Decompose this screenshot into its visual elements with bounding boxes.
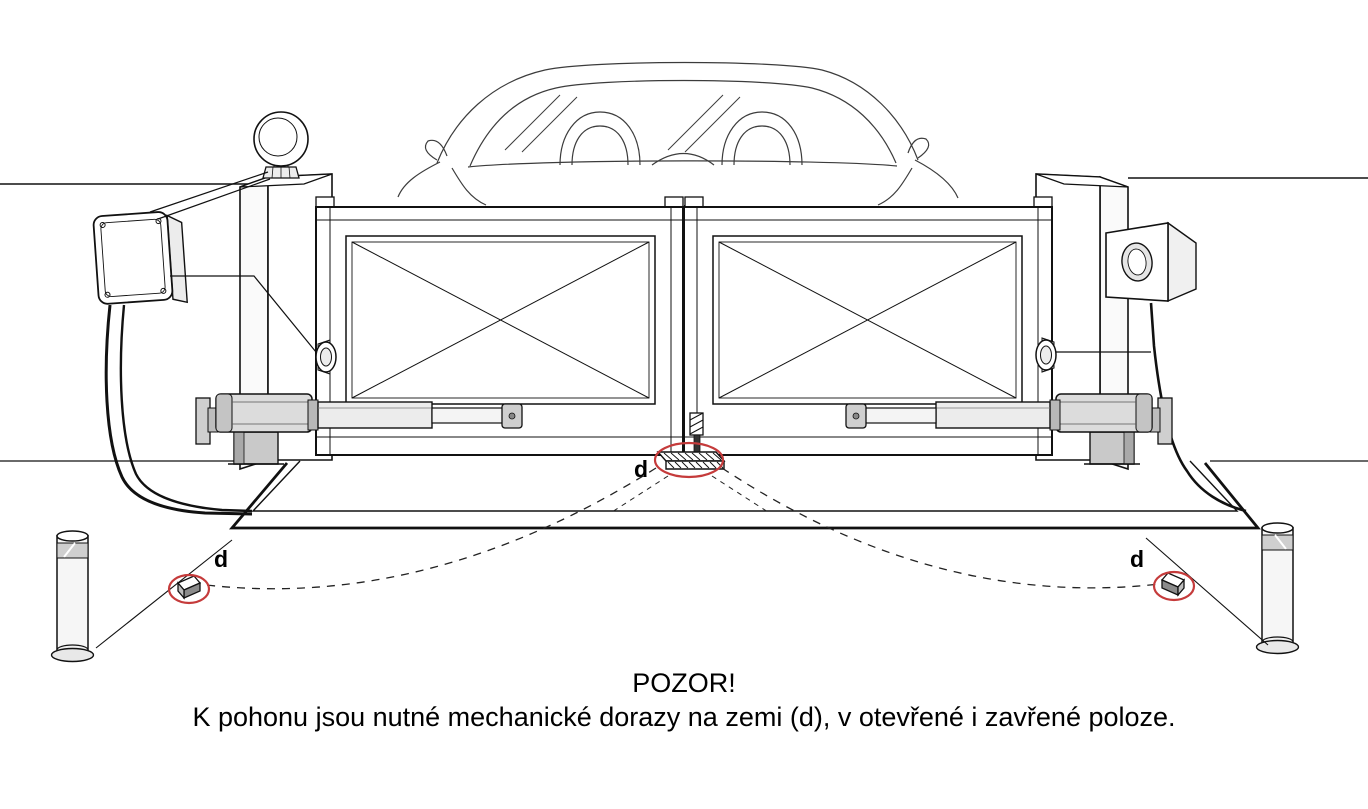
wall-line-left [0,183,268,462]
swing-arc-right [721,467,1169,589]
control-box [92,171,317,353]
open-stop-highlight-left [167,573,211,605]
photocell-right [1035,337,1057,373]
label-closed-stop: d [634,456,648,482]
open-stop-left [177,575,201,599]
label-open-stop-right: d [1130,546,1144,572]
photocell-left [315,339,337,375]
lamp-wire [149,171,269,213]
wall-line-right [1128,177,1368,462]
label-open-stop-left: d [214,546,228,572]
key-switch [1105,221,1197,303]
bollard-left [50,530,95,663]
caption-body: K pohonu jsou nutné mechanické dorazy na… [192,702,1175,732]
bollard-connector-lines [95,537,1269,649]
flashing-lamp [253,111,309,179]
open-stop-right [1161,572,1185,596]
car-illustration [397,61,959,206]
driveway-edge [228,460,1261,530]
open-stop-highlight-right [1152,570,1196,602]
closed-stop-plate [656,451,726,470]
cable-run [104,302,1247,516]
swing-arc-left [205,467,657,590]
caption-title: POZOR! [632,668,736,698]
photocell-wire-left [170,275,317,353]
closed-stop-highlight [653,441,725,479]
bollard-right [1255,522,1300,655]
swing-arcs [205,467,1169,590]
